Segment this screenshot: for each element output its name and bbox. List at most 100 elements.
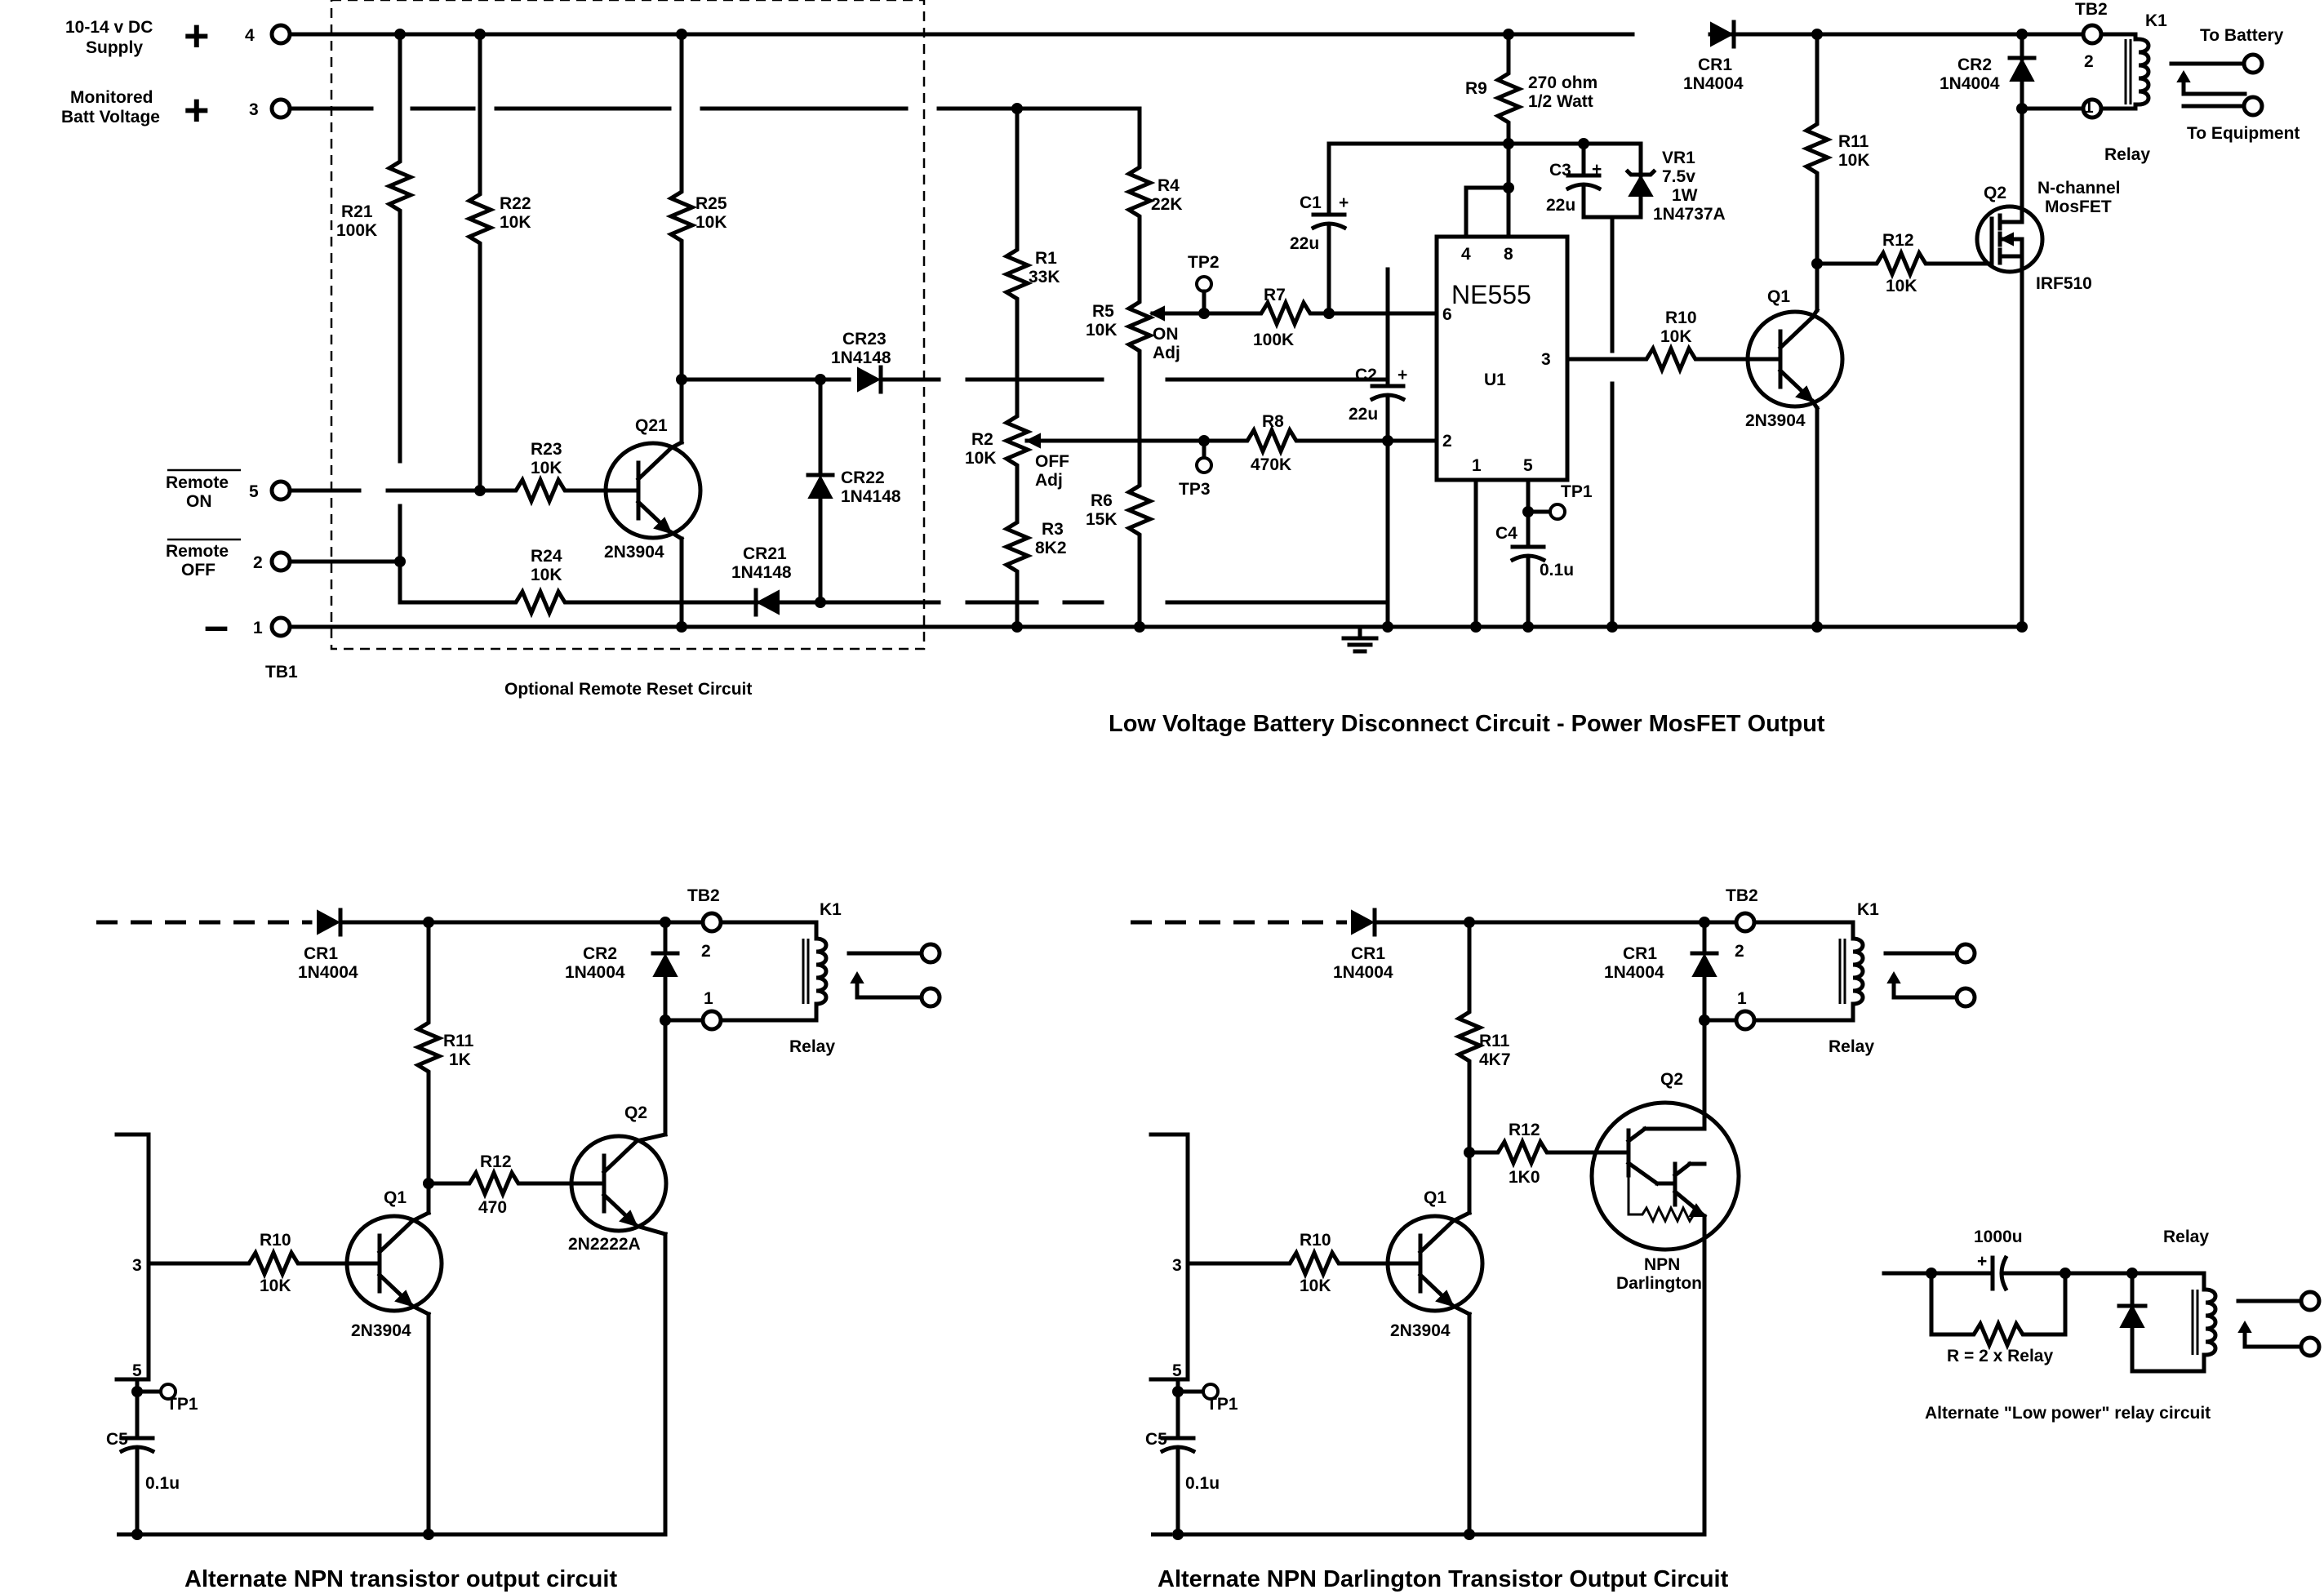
remote-reset-box — [330, 0, 926, 650]
r24-label: R24 — [531, 547, 562, 566]
r8-value: 470K — [1251, 455, 1291, 474]
vr1-value-2: 1W — [1672, 186, 1698, 205]
r23-value: 10K — [531, 459, 562, 477]
r4-value: 22K — [1151, 195, 1183, 214]
u1-pin5: 5 — [1523, 456, 1533, 475]
r7-value: 100K — [1253, 331, 1294, 349]
alt-low-power-circuit: + — [1882, 1252, 2319, 1374]
cr2-label: CR2 — [1957, 56, 1992, 74]
r9-value-2: 1/2 Watt — [1528, 92, 1593, 111]
tp3-label: TP3 — [1179, 480, 1211, 499]
cr23-value: 1N4148 — [831, 349, 891, 367]
alt-darl-cr1-label: CR1 — [1351, 944, 1385, 963]
tb1-pin2: 2 — [253, 553, 263, 572]
r21-value: 100K — [336, 221, 377, 240]
plus-sign-supply: + — [184, 11, 210, 60]
alt-npn-tb2-pin1: 1 — [704, 989, 713, 1008]
c3-value: 22u — [1546, 196, 1575, 215]
vr1-value-3: 1N4737A — [1653, 205, 1726, 224]
svg-text:+: + — [1977, 1252, 1987, 1271]
vr1-label: VR1 — [1662, 149, 1695, 167]
r10-value: 10K — [1660, 327, 1692, 346]
r9-label: R9 — [1465, 79, 1487, 98]
alt-darl-q1-value: 2N3904 — [1390, 1321, 1451, 1340]
alt-darl-cr1-value: 1N4004 — [1333, 963, 1393, 982]
alt-npn-c5-label: C5 — [106, 1430, 128, 1449]
r25-label: R25 — [695, 194, 727, 213]
alt-darl-title: Alternate NPN Darlington Transistor Outp… — [1158, 1566, 1729, 1592]
alt-darl-r10-label: R10 — [1300, 1231, 1331, 1250]
r12-label: R12 — [1882, 231, 1914, 250]
tp2-label: TP2 — [1188, 253, 1220, 272]
c1-label: C1 — [1300, 193, 1322, 212]
alt-darl-q2-label: Q2 — [1660, 1070, 1683, 1089]
alt-npn-circuit — [96, 910, 940, 1540]
relay-label: Relay — [2104, 145, 2150, 164]
alt-darl-tb2-label: TB2 — [1726, 886, 1758, 905]
alt-darl-pin5: 5 — [1172, 1361, 1182, 1380]
alt-npn-cr2-value: 1N4004 — [565, 963, 625, 982]
c3-label: C3 — [1549, 161, 1571, 180]
alt-low-resistor-label: R = 2 x Relay — [1947, 1347, 2053, 1365]
r8-label: R8 — [1262, 412, 1284, 431]
alt-npn-q2-value: 2N2222A — [568, 1235, 641, 1254]
alt-npn-r12-value: 470 — [478, 1198, 507, 1217]
alt-npn-r12-label: R12 — [480, 1152, 512, 1171]
to-equipment-label: To Equipment — [2187, 124, 2300, 143]
u1-pin3: 3 — [1541, 350, 1551, 369]
remote-on-label: Remote — [166, 473, 229, 492]
alt-darlington-circuit — [1131, 910, 1975, 1540]
alt-npn-tb2-pin2: 2 — [701, 942, 711, 961]
cr21-label: CR21 — [743, 544, 787, 563]
tb1-pin1: 1 — [253, 619, 263, 637]
r5-value: 10K — [1086, 321, 1118, 340]
supply-label-2: Supply — [86, 38, 143, 57]
u1-label: U1 — [1484, 371, 1506, 389]
tb1-pin5: 5 — [249, 482, 259, 501]
alt-npn-pin5: 5 — [132, 1361, 142, 1380]
r9-value: 270 ohm — [1528, 73, 1597, 92]
monitored-label-2: Batt Voltage — [61, 108, 160, 127]
alt-darl-k1-label: K1 — [1857, 900, 1879, 919]
alt-low-title: Alternate "Low power" relay circuit — [1925, 1404, 2211, 1423]
cr23-label: CR23 — [842, 330, 886, 349]
alt-darl-tb2-pin1: 1 — [1737, 989, 1747, 1008]
q21-value: 2N3904 — [604, 543, 664, 562]
plus-sign-monitored: + — [184, 86, 210, 135]
r23-label: R23 — [531, 440, 562, 459]
alt-low-cap-label: 1000u — [1974, 1228, 2023, 1246]
remote-off-label-2: OFF — [181, 561, 216, 579]
alt-darl-cr2-value: 1N4004 — [1604, 963, 1664, 982]
r2-label: R2 — [971, 430, 993, 449]
cr22-label: CR22 — [841, 468, 885, 487]
alt-npn-tb2-label: TB2 — [687, 886, 720, 905]
r11-value: 10K — [1838, 151, 1870, 170]
alt-npn-q1-label: Q1 — [384, 1188, 407, 1207]
alt-darl-relay-label: Relay — [1829, 1037, 1874, 1056]
alt-low-relay-label: Relay — [2163, 1228, 2209, 1246]
cr2-value: 1N4004 — [1940, 74, 2000, 93]
main-circuit: + + + — [272, 0, 2262, 654]
alt-npn-k1-label: K1 — [820, 900, 842, 919]
remote-on-label-2: ON — [186, 492, 212, 511]
cr1-label: CR1 — [1698, 56, 1732, 74]
minus-sign: – — [204, 602, 229, 650]
r4-label: R4 — [1158, 176, 1180, 195]
u1-pin8: 8 — [1504, 245, 1513, 264]
r2-value: 10K — [965, 449, 997, 468]
r21-label: R21 — [341, 202, 373, 221]
alt-darl-tb2-pin2: 2 — [1735, 942, 1744, 961]
alt-darl-c5-value: 0.1u — [1185, 1474, 1220, 1493]
r6-label: R6 — [1091, 491, 1113, 510]
r24-value: 10K — [531, 566, 562, 584]
c4-value: 0.1u — [1540, 561, 1574, 579]
svg-text:+: + — [1339, 193, 1349, 212]
q2-value-2: MosFET — [2045, 198, 2112, 216]
u1-pin4: 4 — [1461, 245, 1471, 264]
alt-npn-cr1-value: 1N4004 — [298, 963, 358, 982]
alt-darl-r10-value: 10K — [1300, 1277, 1331, 1295]
main-labels: 10-14 v DC Supply + 4 Monitored Batt Vol… — [61, 0, 2300, 737]
r2-adj-label: OFF — [1035, 452, 1069, 471]
alt-npn-q1-value: 2N3904 — [351, 1321, 411, 1340]
